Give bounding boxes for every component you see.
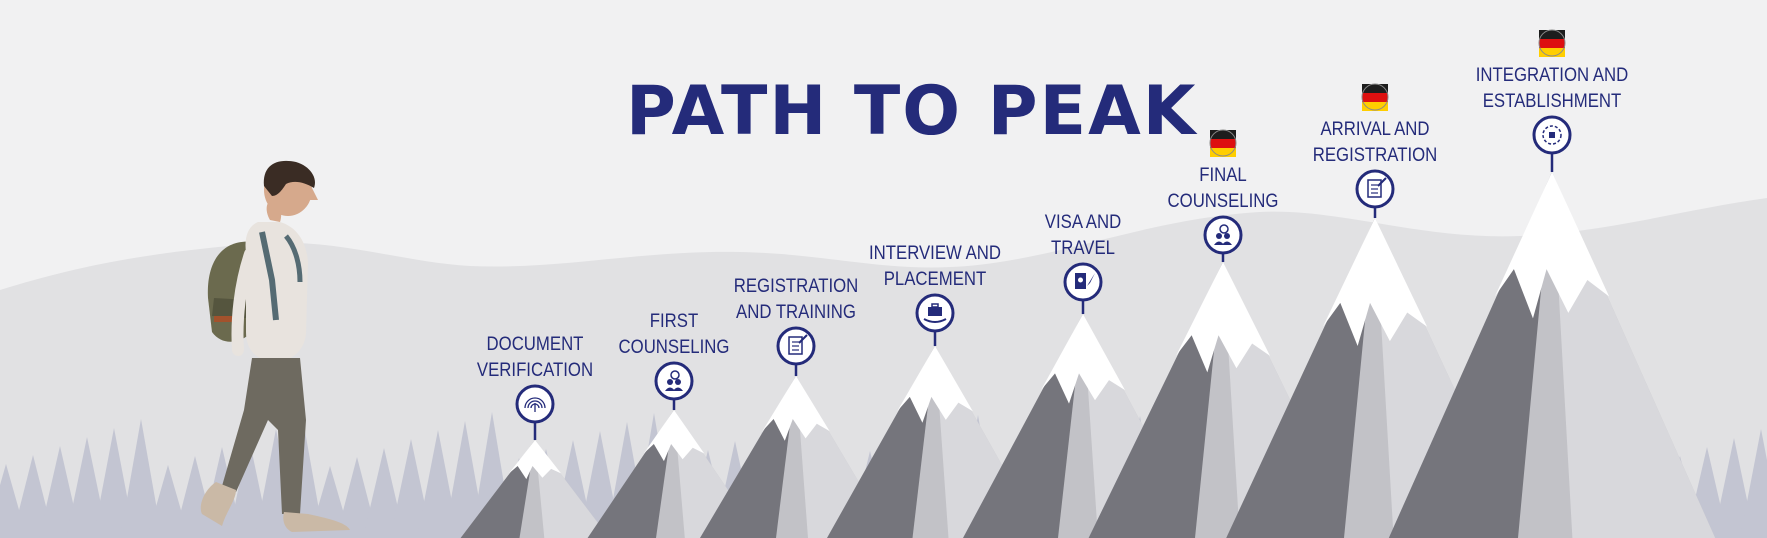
step-label-line: TRAVEL — [1050, 237, 1115, 259]
step-marker — [776, 326, 816, 376]
step-label-line: ESTABLISHMENT — [1482, 90, 1622, 112]
step-marker — [915, 293, 955, 346]
mountain — [1388, 172, 1716, 538]
briefcase-hand-icon — [923, 303, 947, 323]
germany-flag-icon — [1209, 129, 1237, 157]
step-marker — [1063, 262, 1103, 314]
step-label-line: VISA AND — [1044, 211, 1122, 233]
two-people-chat-icon — [665, 370, 683, 391]
step-marker — [654, 361, 694, 410]
mountain — [587, 410, 761, 538]
step-marker — [1532, 29, 1572, 172]
step-marker — [1203, 129, 1243, 262]
germany-flag-icon — [1361, 83, 1389, 111]
step-label: ARRIVAL AND REGISTRATION — [1293, 116, 1456, 168]
two-people-chat-icon — [1214, 224, 1232, 245]
step-label: FINAL COUNSELING — [1141, 162, 1304, 214]
passport-plane-icon — [1075, 273, 1095, 289]
step-marker — [515, 384, 555, 440]
step-label: VISA AND TRAVEL — [1001, 209, 1164, 261]
step-label-line: COUNSELING — [1167, 190, 1279, 212]
step-label-line: VERIFICATION — [476, 359, 594, 381]
document-pen-icon — [1367, 177, 1387, 198]
step-label: REGISTRATION AND TRAINING — [714, 273, 877, 325]
step-label-line: ARRIVAL AND — [1320, 118, 1430, 140]
document-pen-icon — [788, 334, 808, 355]
step-label-line: COUNSELING — [618, 336, 730, 358]
step-label: DOCUMENT VERIFICATION — [453, 331, 616, 383]
step-label: FIRST COUNSELING — [592, 308, 755, 360]
step-label-line: INTERVIEW AND — [868, 242, 1002, 264]
step-label-line: FIRST — [649, 310, 699, 332]
step-label-line: INTEGRATION AND — [1475, 64, 1629, 86]
page-title: PATH TO PEAK — [626, 72, 1198, 151]
step-label-line: REGISTRATION — [733, 275, 859, 297]
puzzle-head-icon — [1542, 125, 1562, 145]
hiker-figure — [200, 160, 350, 532]
step-label-line: DOCUMENT — [486, 333, 584, 355]
germany-flag-icon — [1538, 29, 1566, 57]
step-markers — [515, 29, 1572, 440]
step-label-line: FINAL — [1199, 164, 1247, 186]
step-label-line: REGISTRATION — [1312, 144, 1438, 166]
fingerprint-icon — [524, 397, 546, 412]
step-label: INTERVIEW AND PLACEMENT — [853, 240, 1016, 292]
step-marker — [1355, 83, 1395, 218]
step-label-line: AND TRAINING — [736, 301, 856, 323]
mountain — [460, 440, 610, 538]
step-label: INTEGRATION AND ESTABLISHMENT — [1470, 62, 1633, 114]
step-label-line: PLACEMENT — [883, 268, 987, 290]
mountain-range — [460, 172, 1716, 538]
